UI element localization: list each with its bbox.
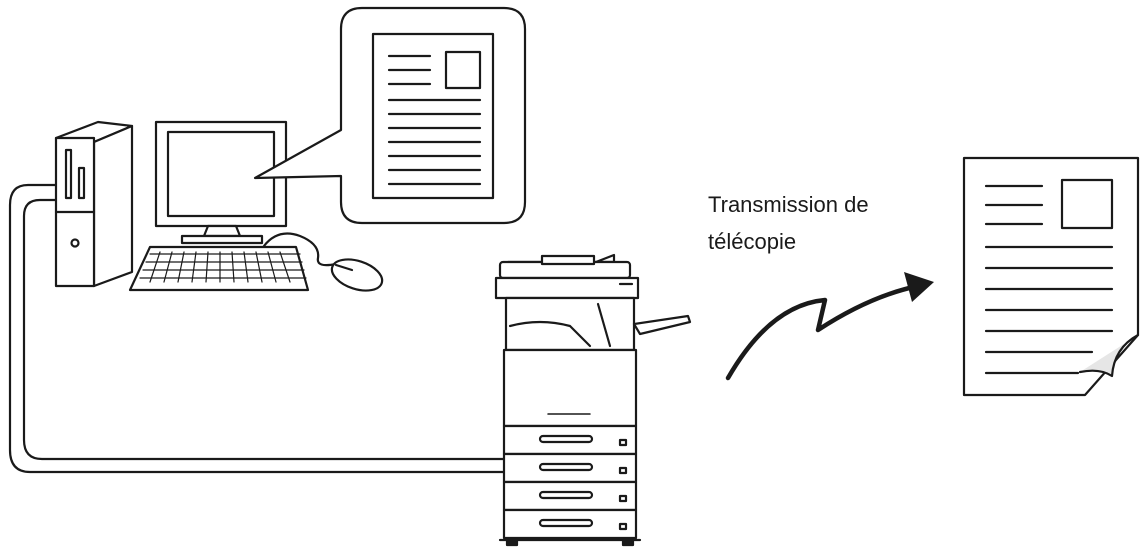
keyboard-icon — [128, 245, 310, 292]
multifunction-printer-icon — [494, 253, 692, 547]
monitor-icon — [154, 120, 288, 245]
caption-line-1: Transmission de — [708, 192, 869, 217]
network-cable — [8, 183, 507, 474]
computer-tower-icon — [54, 120, 134, 288]
mouse-icon — [262, 232, 384, 292]
caption-line-2: télécopie — [708, 229, 797, 254]
speech-bubble-document-icon — [253, 6, 527, 225]
transmission-caption: Transmission de télécopie — [708, 186, 948, 260]
received-document-icon — [962, 156, 1140, 397]
transmission-arrow-icon — [725, 272, 934, 381]
